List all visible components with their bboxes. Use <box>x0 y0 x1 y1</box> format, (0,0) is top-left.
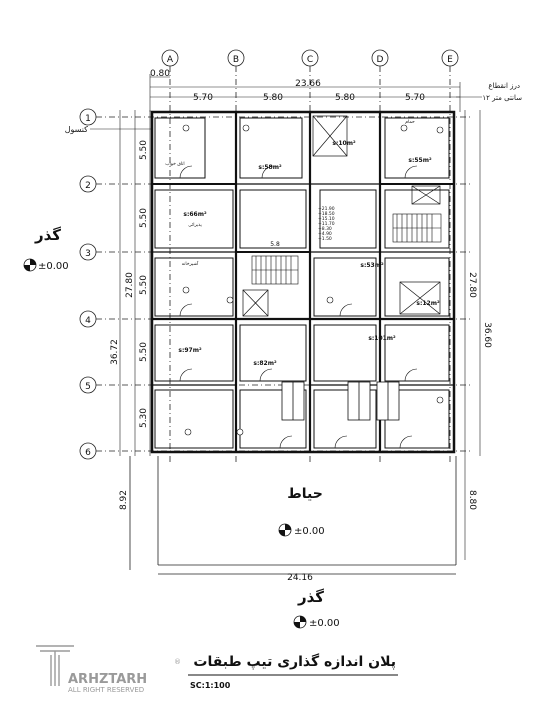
elev-2: +18.50 <box>318 211 335 217</box>
dim-left-inner: 27.80 <box>125 272 135 298</box>
level-marker-bottom <box>293 615 307 629</box>
elev-6: +4.90 <box>318 231 332 237</box>
grid-col-d: D <box>377 55 384 65</box>
dim-yard-right: 8.80 <box>467 490 477 510</box>
elev-7: +1.50 <box>318 236 332 242</box>
level-marker-yard <box>278 523 292 537</box>
grid-row-1: 1 <box>85 114 91 124</box>
room-label-kitchen: آشپزخانه <box>182 261 199 267</box>
grid-row-3: 3 <box>85 249 91 259</box>
logo-name: ARHZTARH <box>68 672 147 687</box>
grid-col-c: C <box>307 55 313 65</box>
elev-4: +11.70 <box>318 221 335 227</box>
dim-right-overall: 36.60 <box>482 322 492 348</box>
logo-tagline: ALL RIGHT RESERVED <box>68 686 144 694</box>
level-text-yard: ±0.00 <box>294 526 325 537</box>
level-text-left: ±0.00 <box>38 261 69 272</box>
room-label-bath: حمام <box>405 120 415 125</box>
dim-left-offset: 0.80 <box>150 69 170 79</box>
street-label-bottom: گذر <box>297 588 324 606</box>
dim-left-span-2: 5.50 <box>139 208 149 228</box>
dim-bottom-overall: 24.16 <box>287 573 313 583</box>
left-dimension-lines <box>119 110 151 456</box>
joint-size: ۱۲ سانتی متر <box>482 94 522 102</box>
area-unit-5: s:53m² <box>360 262 384 269</box>
room-label-bedroom: اتاق خواب <box>165 162 184 167</box>
dim-yard-left: 8.92 <box>119 490 129 510</box>
elev-5: +8.30 <box>318 226 332 232</box>
right-dimension-lines <box>464 110 481 560</box>
closet-blocks <box>281 381 400 421</box>
drawing-title: پلان اندازه گذاری تیپ طبقات <box>193 653 396 670</box>
fixtures <box>182 124 444 436</box>
dim-top-span-2: 5.80 <box>263 93 283 103</box>
dim-left-overall: 36.72 <box>110 339 120 365</box>
stairs <box>251 213 442 285</box>
dim-top-span-3: 5.80 <box>335 93 355 103</box>
shafts <box>242 115 441 317</box>
level-marker-left <box>23 258 37 272</box>
joint-label: درز انقطاع <box>488 82 520 90</box>
grid-row-2: 2 <box>85 181 91 191</box>
grid-col-a: A <box>167 55 174 65</box>
grid-row-4: 4 <box>85 316 91 326</box>
elev-3: +15.10 <box>318 216 335 222</box>
dim-top-span-4: 5.70 <box>405 93 425 103</box>
dim-left-span-4: 5.50 <box>139 342 149 362</box>
area-unit-2: s:58m² <box>258 164 282 171</box>
grid-row-5: 5 <box>85 382 91 392</box>
drawing-scale: SC:1:100 <box>190 681 231 690</box>
level-text-bottom: ±0.00 <box>309 618 340 629</box>
stair-dim: 5.8 <box>270 241 280 248</box>
area-unit-9: s:12m² <box>416 300 440 307</box>
grid-row-6: 6 <box>85 448 91 458</box>
area-unit-7: s:82m² <box>253 360 277 367</box>
logo-registered-icon: ® <box>174 658 181 666</box>
dim-left-span-1: 5.50 <box>139 140 149 160</box>
dim-right-inner: 27.80 <box>467 272 477 298</box>
console-label: کنسول <box>65 125 88 134</box>
dim-overall-top: 23.66 <box>295 79 321 89</box>
area-unit-8: s:101m² <box>368 335 396 342</box>
area-unit-6: s:97m² <box>178 347 202 354</box>
area-unit-3: s:55m² <box>408 157 432 164</box>
area-unit-1: s:66m² <box>183 211 207 218</box>
grid-col-b: B <box>233 55 239 65</box>
logo-mark <box>36 645 74 686</box>
dim-top-span-1: 5.70 <box>193 93 213 103</box>
door-swings <box>179 165 418 449</box>
dim-left-span-5: 5.30 <box>139 408 149 428</box>
area-unit-4: s:10m² <box>332 140 356 147</box>
grid-col-e: E <box>447 55 453 65</box>
yard-outline <box>129 456 457 575</box>
elev-1: +21.90 <box>318 206 335 212</box>
dim-left-span-3: 5.50 <box>139 275 149 295</box>
street-label-left: گذر <box>34 226 61 244</box>
room-label-living: پذیرائی <box>188 223 202 228</box>
yard-label: حیاط <box>287 486 323 502</box>
